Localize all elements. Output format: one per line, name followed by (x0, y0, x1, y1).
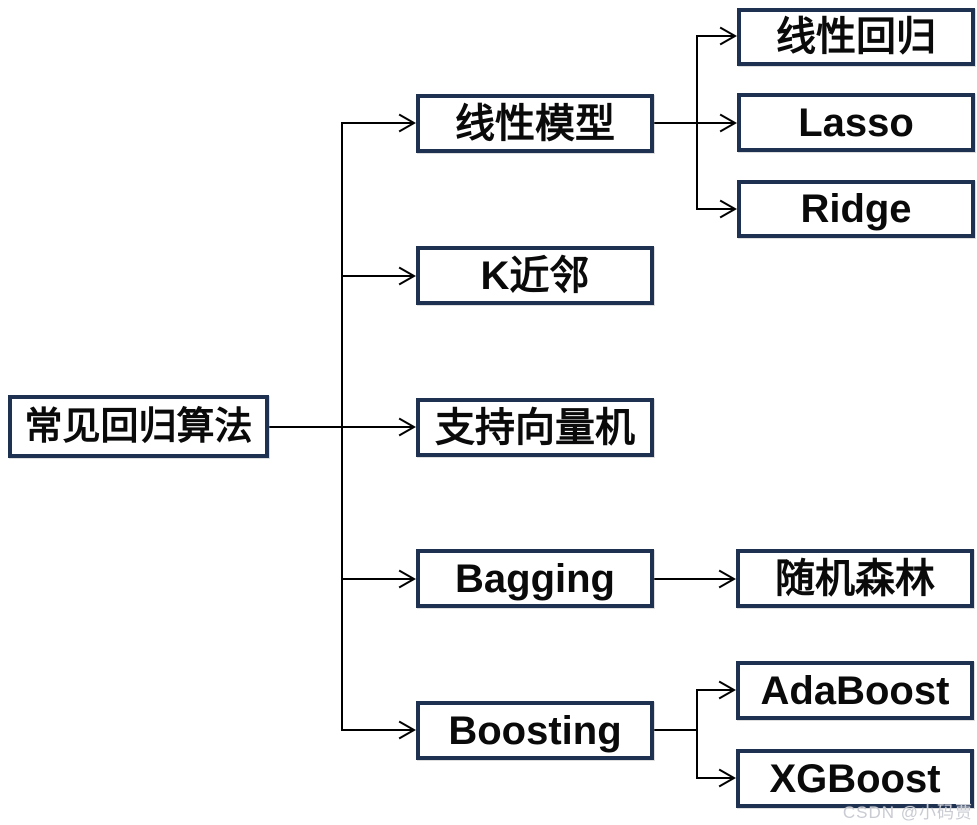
node-xgboost: XGBoost (736, 749, 974, 808)
node-svm: 支持向量机 (416, 398, 654, 457)
arrowhead (398, 266, 417, 286)
node-boosting: Boosting (416, 701, 654, 760)
node-linear-regression: 线性回归 (737, 8, 975, 66)
arrowhead (398, 720, 417, 740)
node-ridge: Ridge (737, 180, 975, 238)
node-bagging: Bagging (416, 549, 654, 608)
arrowhead (718, 569, 737, 589)
arrowhead (398, 569, 417, 589)
arrowhead (718, 680, 737, 700)
node-lasso: Lasso (737, 93, 975, 152)
arrowhead (398, 113, 417, 133)
arrowhead (398, 417, 417, 437)
node-knn: K近邻 (416, 246, 654, 305)
arrowhead (719, 26, 738, 46)
csdn-watermark: CSDN @小码贾 (842, 803, 973, 822)
node-linear-model: 线性模型 (416, 94, 654, 153)
arrowhead (719, 113, 738, 133)
node-adaboost: AdaBoost (736, 661, 974, 720)
arrowhead (719, 199, 738, 219)
arrowhead (718, 768, 737, 788)
node-random-forest: 随机森林 (736, 549, 974, 608)
node-root: 常见回归算法 (8, 395, 269, 458)
